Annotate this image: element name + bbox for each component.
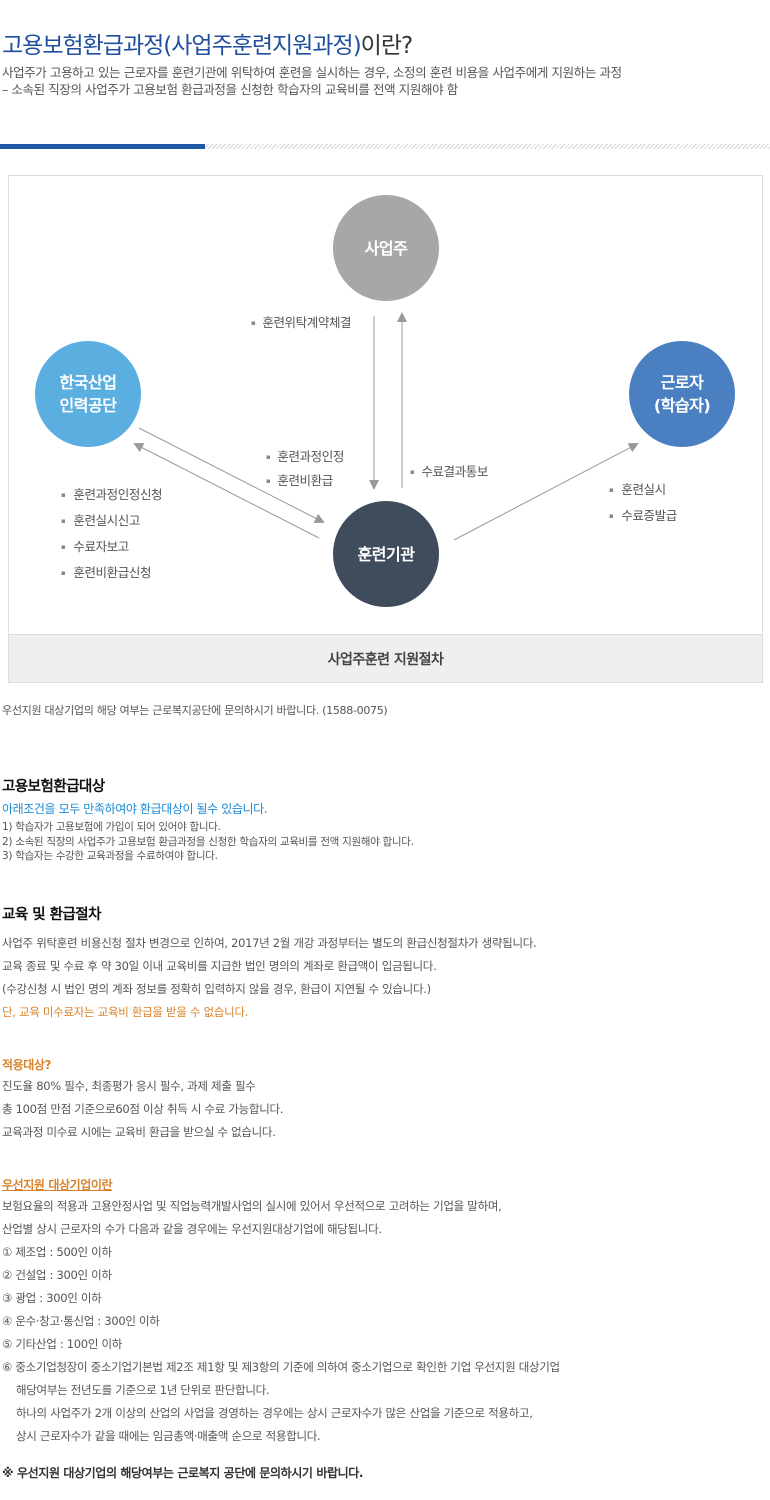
eligibility-subtitle: 아래조건을 모두 만족하여야 환급대상이 될수 있습니다.: [2, 802, 268, 816]
final-note: ※ 우선지원 대상기업의 해당여부는 근로복지 공단에 문의하시기 바랍니다.: [2, 1466, 364, 1480]
text-line: ① 제조업 : 500인 이하: [2, 1245, 112, 1259]
node-training-institution: 훈련기관: [333, 501, 439, 607]
text-line: (수강신청 시 법인 명의 계좌 정보를 정확히 입력하지 않을 경우, 환급이…: [2, 982, 431, 996]
label-contract: 훈련위탁계약체결: [251, 312, 351, 331]
text-line: 해당여부는 전년도를 기준으로 1년 단위로 판단합니다.: [16, 1383, 270, 1397]
text-line: ⑤ 기타산업 : 100인 이하: [2, 1337, 123, 1351]
text-line: 사업주 위탁훈련 비용신청 절차 변경으로 인하여, 2017년 2월 개강 과…: [2, 936, 537, 950]
intro-line: 사업주가 고용하고 있는 근로자를 훈련기관에 위탁하여 훈련을 실시하는 경우…: [2, 65, 622, 80]
procedure-heading: 교육 및 환급절차: [2, 907, 101, 923]
text-line: 총 100점 만점 기준으로60점 이상 취득 시 수료 가능합니다.: [2, 1102, 284, 1116]
text-line: 하나의 사업주가 2개 이상의 산업의 사업을 경영하는 경우에는 상시 근로자…: [16, 1406, 533, 1420]
diagram-arrows: [133, 312, 639, 541]
inquiry-note: 우선지원 대상기업의 해당 여부는 근로복지공단에 문의하시기 바랍니다. (1…: [2, 704, 388, 717]
procedure-warning: 단, 교육 미수료자는 교육비 환급을 받을 수 없습니다.: [2, 1005, 249, 1019]
arrow-institution-to-hrd: [133, 443, 320, 539]
text-line: 산업별 상시 근로자의 수가 다음과 같을 경우에는 우선지원대상기업에 해당됩…: [2, 1222, 382, 1236]
node-hrd-korea: 한국산업 인력공단: [35, 341, 141, 447]
arrow-hrd-to-institution: [138, 427, 325, 523]
list-item: 훈련과정인정신청: [61, 483, 162, 509]
node-owner: 사업주: [333, 195, 439, 301]
list-item: 3) 학습자는 수강한 교육과정을 수료하여야 합니다.: [2, 850, 218, 862]
priority-text: 보험요율의 적용과 고용안정사업 및 직업능력개발사업의 실시에 있어서 우선적…: [2, 1195, 560, 1448]
eligibility-heading: 고용보험환급대상: [2, 779, 105, 795]
priority-heading: 우선지원 대상기업이란: [2, 1178, 113, 1192]
diagram-caption: 사업주훈련 지원절차: [9, 634, 762, 682]
intro-line: – 소속된 직장의 사업주가 고용보험 환급과정을 신청한 학습자의 교육비를 …: [2, 82, 458, 97]
list-item: 수료증발급: [609, 504, 677, 530]
text-line: 진도율 80% 필수, 최종평가 응시 필수, 과제 제출 필수: [2, 1079, 256, 1093]
divider-accent: [0, 144, 205, 149]
procedure-text: 사업주 위탁훈련 비용신청 절차 변경으로 인하여, 2017년 2월 개강 과…: [2, 932, 537, 1024]
eligibility-list: 1) 학습자가 고용보험에 가입이 되어 있어야 합니다. 2) 소속된 직장의…: [2, 820, 414, 864]
text-line: ② 건설업 : 300인 이하: [2, 1268, 112, 1282]
applicable-heading: 적용대상?: [2, 1058, 52, 1072]
label-refund: 훈련비환급: [266, 470, 333, 489]
list-item: 훈련비환급신청: [61, 561, 162, 587]
procedure-diagram: 사업주 한국산업 인력공단 근로자 (학습자) 훈련기관 훈련위탁계약체결 훈련…: [8, 175, 763, 683]
text-line: ③ 광업 : 300인 이하: [2, 1291, 102, 1305]
worker-items-list: 훈련실시 수료증발급: [609, 478, 677, 530]
applicable-text: 진도율 80% 필수, 최종평가 응시 필수, 과제 제출 필수 총 100점 …: [2, 1075, 283, 1144]
label-approve: 훈련과정인정: [266, 446, 344, 465]
text-line: 상시 근로자수가 같을 때에는 임금총액·매출액 순으로 적용합니다.: [16, 1429, 321, 1443]
section-divider: [0, 144, 770, 149]
text-line: ④ 운수·창고·통신업 : 300인 이하: [2, 1314, 160, 1328]
text-line: ⑥ 중소기업청장이 중소기업기본법 제2조 제1항 및 제3항의 기준에 의하여…: [2, 1360, 560, 1374]
text-line: 교육 종료 및 수료 후 약 30일 이내 교육비를 지급한 법인 명의의 계좌…: [2, 959, 437, 973]
list-item: 훈련실시: [609, 478, 677, 504]
label-notify: 수료결과통보: [410, 461, 488, 480]
text-line: 보험요율의 적용과 고용안정사업 및 직업능력개발사업의 실시에 있어서 우선적…: [2, 1199, 502, 1213]
list-item: 2) 소속된 직장의 사업주가 고용보험 환급과정을 신청한 학습자의 교육비를…: [2, 835, 414, 848]
text-line: 교육과정 미수료 시에는 교육비 환급을 받으실 수 없습니다.: [2, 1125, 276, 1139]
hrd-items-list: 훈련과정인정신청 훈련실시신고 수료자보고 훈련비환급신청: [61, 483, 162, 587]
list-item: 수료자보고: [61, 535, 162, 561]
arrow-institution-to-worker: [453, 443, 639, 541]
node-worker: 근로자 (학습자): [629, 341, 735, 447]
page-title: 고용보험환급과정(사업주훈련지원과정)이란?: [2, 33, 413, 59]
list-item: 훈련실시신고: [61, 509, 162, 535]
list-item: 1) 학습자가 고용보험에 가입이 되어 있어야 합니다.: [2, 821, 221, 833]
intro-text: 사업주가 고용하고 있는 근로자를 훈련기관에 위탁하여 훈련을 실시하는 경우…: [2, 64, 622, 98]
